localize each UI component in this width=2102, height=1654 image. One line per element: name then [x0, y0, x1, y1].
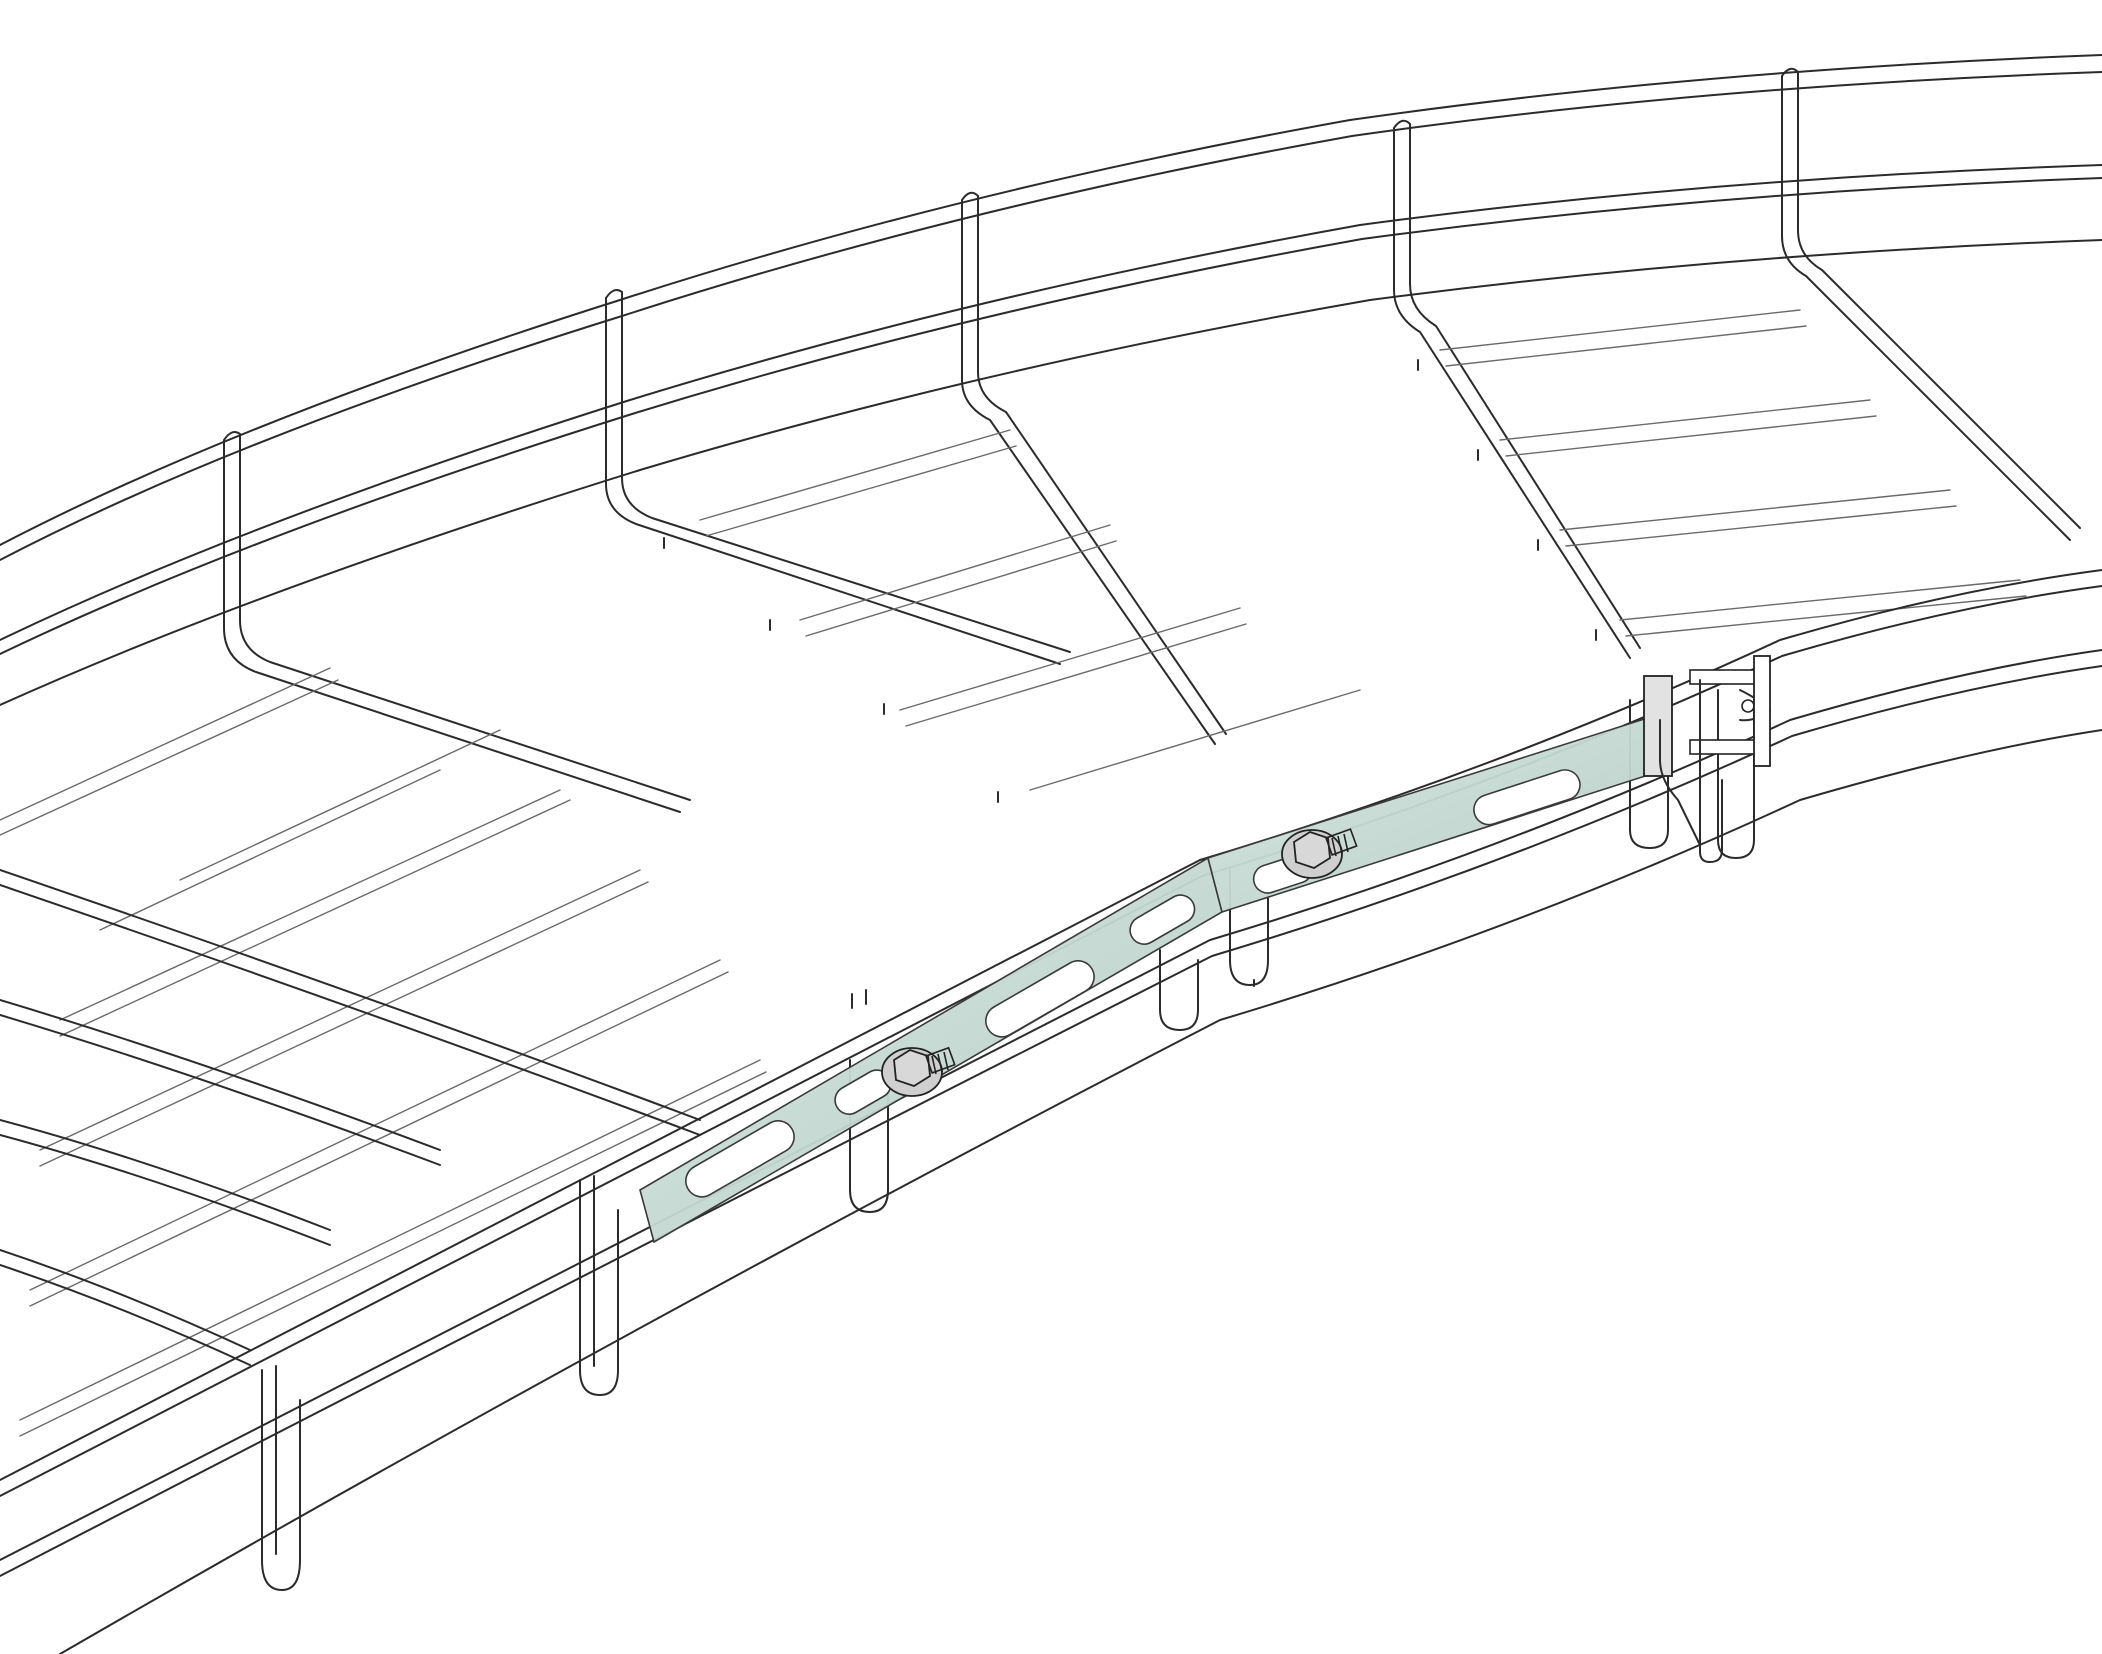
plate-slot: [1473, 769, 1581, 826]
near-uprights: [261, 689, 1755, 1591]
plate-slot: [985, 960, 1095, 1038]
near-side-wall: [0, 569, 2102, 1654]
splice-plate-right: [1207, 712, 1671, 914]
far-uprights: [223, 67, 2081, 813]
plate-slot: [685, 1120, 795, 1198]
far-side-wall: [0, 54, 2102, 706]
tray-base-wires: [0, 309, 2027, 1437]
plate-slot: [1129, 894, 1196, 945]
coupler-clamp-icon: [1643, 655, 1771, 863]
splice-plate-left: [639, 856, 1223, 1244]
bolt-icon: [1281, 828, 1358, 879]
tray-longitudinal-wires: [0, 869, 701, 1366]
bolt-icon: [881, 1046, 956, 1097]
floor-clips: [663, 359, 1597, 1009]
